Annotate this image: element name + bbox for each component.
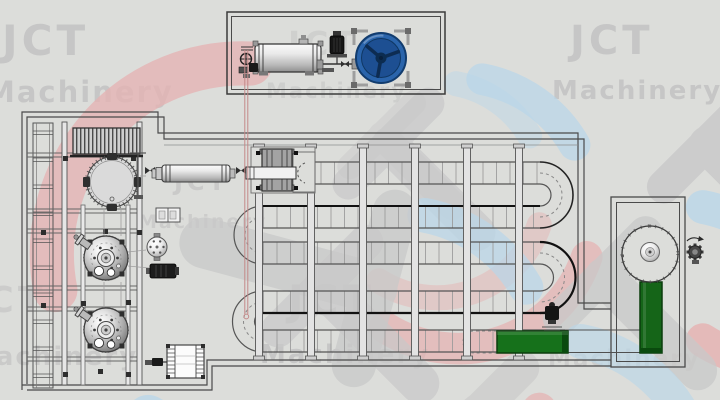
top-equipment-box xyxy=(226,11,446,95)
valve-icon xyxy=(341,61,349,67)
watermark-subtitle-top-right: Machinery xyxy=(552,76,720,106)
turntable xyxy=(620,224,680,284)
conveyor-drive-head xyxy=(245,146,316,194)
reactor-tank-1 xyxy=(70,230,130,282)
toothed-mixing-tank xyxy=(83,153,141,211)
watermark-brand-top-left: JCT xyxy=(2,16,90,65)
receiver-tank xyxy=(252,35,324,76)
vertical-discharge-belt xyxy=(639,281,663,354)
building-walls xyxy=(21,111,611,391)
agitator-motor xyxy=(146,263,179,279)
takeup-gear xyxy=(686,236,704,264)
drain-valve xyxy=(145,358,167,366)
blower-fan xyxy=(351,28,411,88)
feed-pipe xyxy=(243,50,250,320)
equipment-rack xyxy=(27,121,150,389)
tank-frame xyxy=(27,121,150,386)
coupling-icon xyxy=(236,167,246,174)
feed-valve-assembly xyxy=(238,46,258,78)
discharge-belt xyxy=(496,330,569,354)
serpentine-inner-rail xyxy=(231,183,565,353)
sight-glass-ball xyxy=(146,233,168,261)
heater-block xyxy=(70,127,143,162)
finned-exchanger xyxy=(166,344,205,379)
belt-drive-fitting xyxy=(542,302,562,331)
vacuum-pump xyxy=(316,31,359,72)
watermark-subtitle-top-box: Machinery xyxy=(266,79,407,103)
watermark-brand-top-right: JCT xyxy=(570,18,654,64)
rotation-arrow-icon xyxy=(686,237,700,242)
feeder-cylinder xyxy=(161,164,231,183)
frame-bolt-pads xyxy=(41,156,142,377)
screw-feeder xyxy=(130,152,254,199)
winding-room xyxy=(545,196,704,368)
control-box xyxy=(155,207,181,223)
ladder-rack xyxy=(32,122,54,389)
